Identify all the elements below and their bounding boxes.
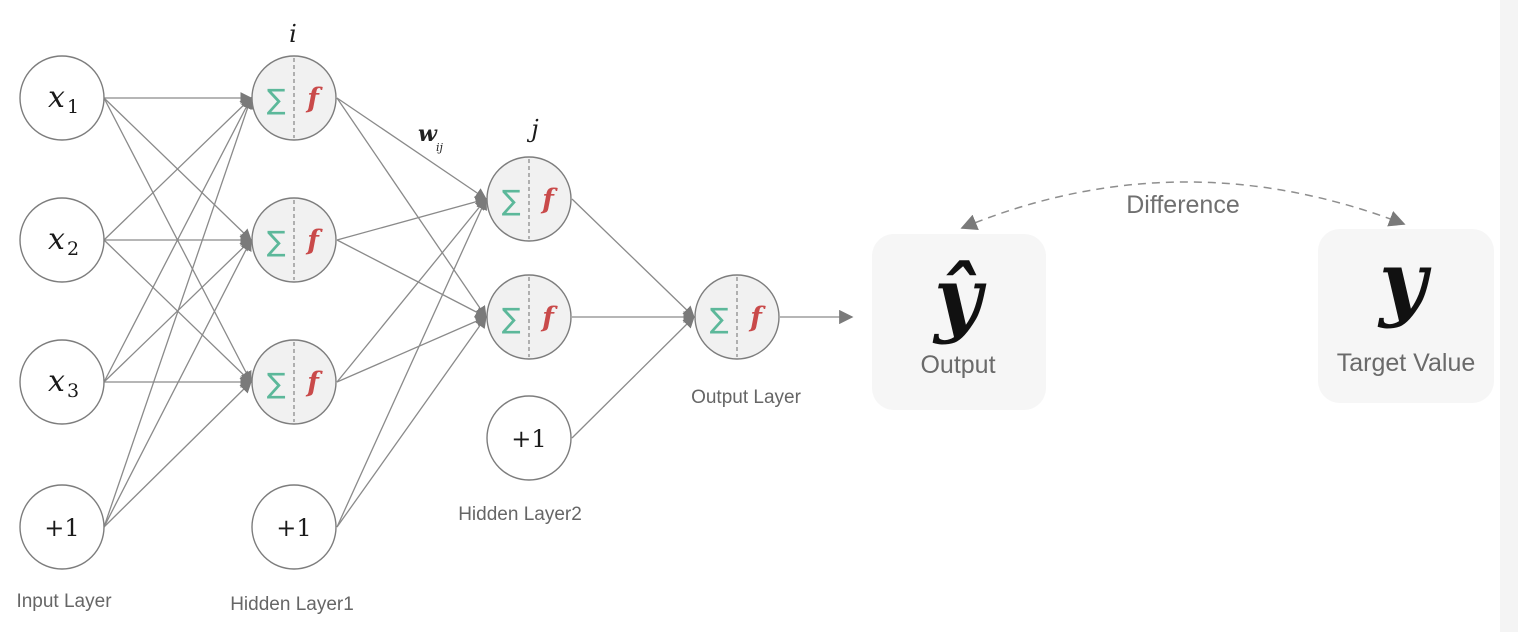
edge-hidden2-to-output bbox=[571, 198, 695, 318]
activation-icon: f bbox=[748, 302, 766, 333]
activation-icon: f bbox=[540, 302, 558, 333]
edge-input-to-hidden1 bbox=[103, 96, 254, 528]
sum-icon: ∑ bbox=[502, 184, 521, 217]
bias-label: +1 bbox=[44, 514, 79, 542]
bias-label: +1 bbox=[276, 514, 311, 542]
activation-icon: f bbox=[305, 83, 323, 114]
output-box: ŷ Output bbox=[872, 234, 1046, 410]
hidden2-layer-label: Hidden Layer2 bbox=[458, 504, 582, 525]
input-layer-label: Input Layer bbox=[16, 591, 112, 612]
output-layer: ∑ f Output Layer bbox=[691, 274, 854, 408]
edge-hidden1-to-hidden2 bbox=[336, 315, 488, 383]
input-bias-node: +1 bbox=[19, 484, 105, 570]
hidden1-node: ∑ f bbox=[251, 339, 337, 425]
target-box-label: Target Value bbox=[1337, 349, 1476, 377]
edge-hidden1-to-hidden2 bbox=[336, 197, 487, 528]
edge-input-to-hidden1 bbox=[103, 96, 252, 383]
hidden2-index-label: j bbox=[526, 115, 539, 143]
edge-hidden1-to-hidden2 bbox=[336, 97, 487, 200]
edge-input-to-hidden1 bbox=[103, 381, 252, 528]
hidden1-bias-node: +1 bbox=[251, 484, 337, 570]
bias-label: +1 bbox=[511, 425, 546, 453]
input-node-x3: x 3 bbox=[19, 339, 105, 425]
output-box-label: Output bbox=[920, 351, 995, 379]
activation-icon: f bbox=[305, 367, 323, 398]
edge-hidden2-to-output bbox=[571, 316, 695, 439]
input-sub: 1 bbox=[67, 96, 79, 118]
connection-edges bbox=[103, 92, 696, 528]
edge-hidden1-to-hidden2 bbox=[336, 196, 488, 241]
activation-icon: f bbox=[540, 184, 558, 215]
weight-label: w ij bbox=[418, 121, 444, 154]
input-var: x bbox=[48, 364, 65, 399]
sum-icon: ∑ bbox=[502, 302, 521, 335]
hidden2-node: ∑ f bbox=[486, 156, 572, 242]
hidden1-node: ∑ f bbox=[251, 55, 337, 141]
hidden1-node: ∑ f bbox=[251, 197, 337, 283]
hidden-layer-2: j ∑ f ∑ f +1 Hidden Layer2 bbox=[458, 115, 582, 525]
hidden1-layer-label: Hidden Layer1 bbox=[230, 594, 354, 615]
weight-symbol: w bbox=[418, 121, 438, 147]
output-node: ∑ f bbox=[694, 274, 780, 360]
edge-hidden1-to-hidden2 bbox=[336, 239, 488, 318]
sum-icon: ∑ bbox=[267, 83, 286, 116]
edge-input-to-hidden1 bbox=[103, 238, 252, 528]
weight-subscript: ij bbox=[436, 141, 444, 154]
edge-hidden1-to-hidden2 bbox=[336, 97, 487, 318]
edge-input-to-hidden1 bbox=[103, 97, 252, 241]
input-var: x bbox=[48, 222, 65, 257]
target-symbol: y bbox=[1377, 234, 1432, 330]
input-sub: 2 bbox=[67, 238, 79, 260]
edge-hidden1-to-hidden2 bbox=[336, 198, 487, 383]
difference-indicator: Difference bbox=[960, 181, 1406, 230]
input-var: x bbox=[48, 80, 65, 115]
hidden-layer-1: i ∑ f ∑ f ∑ f +1 Hi bbox=[230, 20, 354, 615]
difference-label: Difference bbox=[1126, 191, 1240, 219]
input-sub: 3 bbox=[67, 380, 79, 402]
hidden1-index-label: i bbox=[289, 20, 297, 48]
input-layer: x 1 x 2 x 3 +1 Input Layer bbox=[16, 55, 112, 612]
hidden2-node: ∑ f bbox=[486, 274, 572, 360]
sum-icon: ∑ bbox=[267, 367, 286, 400]
hidden2-bias-node: +1 bbox=[486, 395, 572, 481]
activation-icon: f bbox=[305, 225, 323, 256]
input-node-x2: x 2 bbox=[19, 197, 105, 283]
sum-icon: ∑ bbox=[267, 225, 286, 258]
target-box: y Target Value bbox=[1318, 229, 1494, 403]
output-layer-label: Output Layer bbox=[691, 387, 802, 408]
edge-hidden1-to-hidden2 bbox=[336, 316, 487, 528]
page-edge-strip bbox=[1500, 0, 1518, 632]
input-node-x1: x 1 bbox=[19, 55, 105, 141]
difference-arc bbox=[960, 181, 1406, 230]
output-symbol: ŷ bbox=[932, 250, 987, 346]
sum-icon: ∑ bbox=[710, 302, 729, 335]
